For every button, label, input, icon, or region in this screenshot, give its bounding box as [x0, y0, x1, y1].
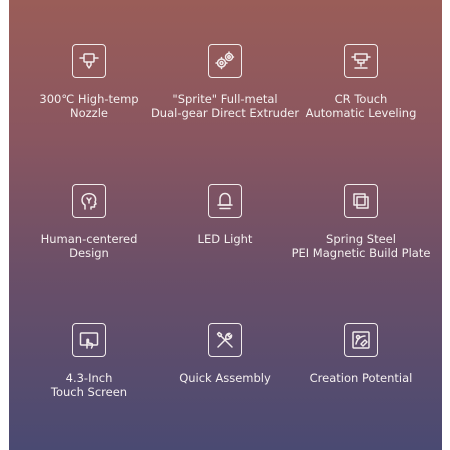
creation-icon	[344, 323, 378, 357]
auto-leveling-probe-icon	[344, 44, 378, 78]
dual-gear-extruder-icon	[208, 44, 242, 78]
led-light-icon	[208, 184, 242, 218]
feature-human-centered: Human-centered Design	[17, 184, 161, 260]
feature-extruder: "Sprite" Full-metal Dual-gear Direct Ext…	[150, 44, 300, 120]
feature-label: CR Touch Automatic Leveling	[305, 92, 417, 120]
feature-build-plate: Spring Steel PEI Magnetic Build Plate	[289, 184, 433, 260]
feature-led: LED Light	[153, 184, 297, 246]
feature-label: LED Light	[197, 232, 253, 246]
feature-label: Quick Assembly	[179, 371, 271, 385]
touch-screen-icon	[72, 323, 106, 357]
tools-icon	[208, 323, 242, 357]
feature-nozzle: 300℃ High-temp Nozzle	[17, 44, 161, 120]
feature-leveling: CR Touch Automatic Leveling	[289, 44, 433, 120]
feature-label: 4.3-Inch Touch Screen	[50, 371, 128, 399]
nozzle-icon	[72, 44, 106, 78]
feature-creation: Creation Potential	[289, 323, 433, 385]
build-plate-icon	[344, 184, 378, 218]
feature-quick-assembly: Quick Assembly	[153, 323, 297, 385]
feature-label: 300℃ High-temp Nozzle	[39, 92, 139, 120]
feature-panel: 300℃ High-temp Nozzle	[9, 0, 442, 450]
human-head-icon	[72, 184, 106, 218]
feature-label: "Sprite" Full-metal Dual-gear Direct Ext…	[150, 92, 300, 120]
feature-grid: 300℃ High-temp Nozzle	[9, 0, 442, 450]
feature-label: Creation Potential	[309, 371, 413, 385]
feature-label: Human-centered Design	[40, 232, 138, 260]
feature-touch-screen: 4.3-Inch Touch Screen	[17, 323, 161, 399]
feature-label: Spring Steel PEI Magnetic Build Plate	[291, 232, 431, 260]
